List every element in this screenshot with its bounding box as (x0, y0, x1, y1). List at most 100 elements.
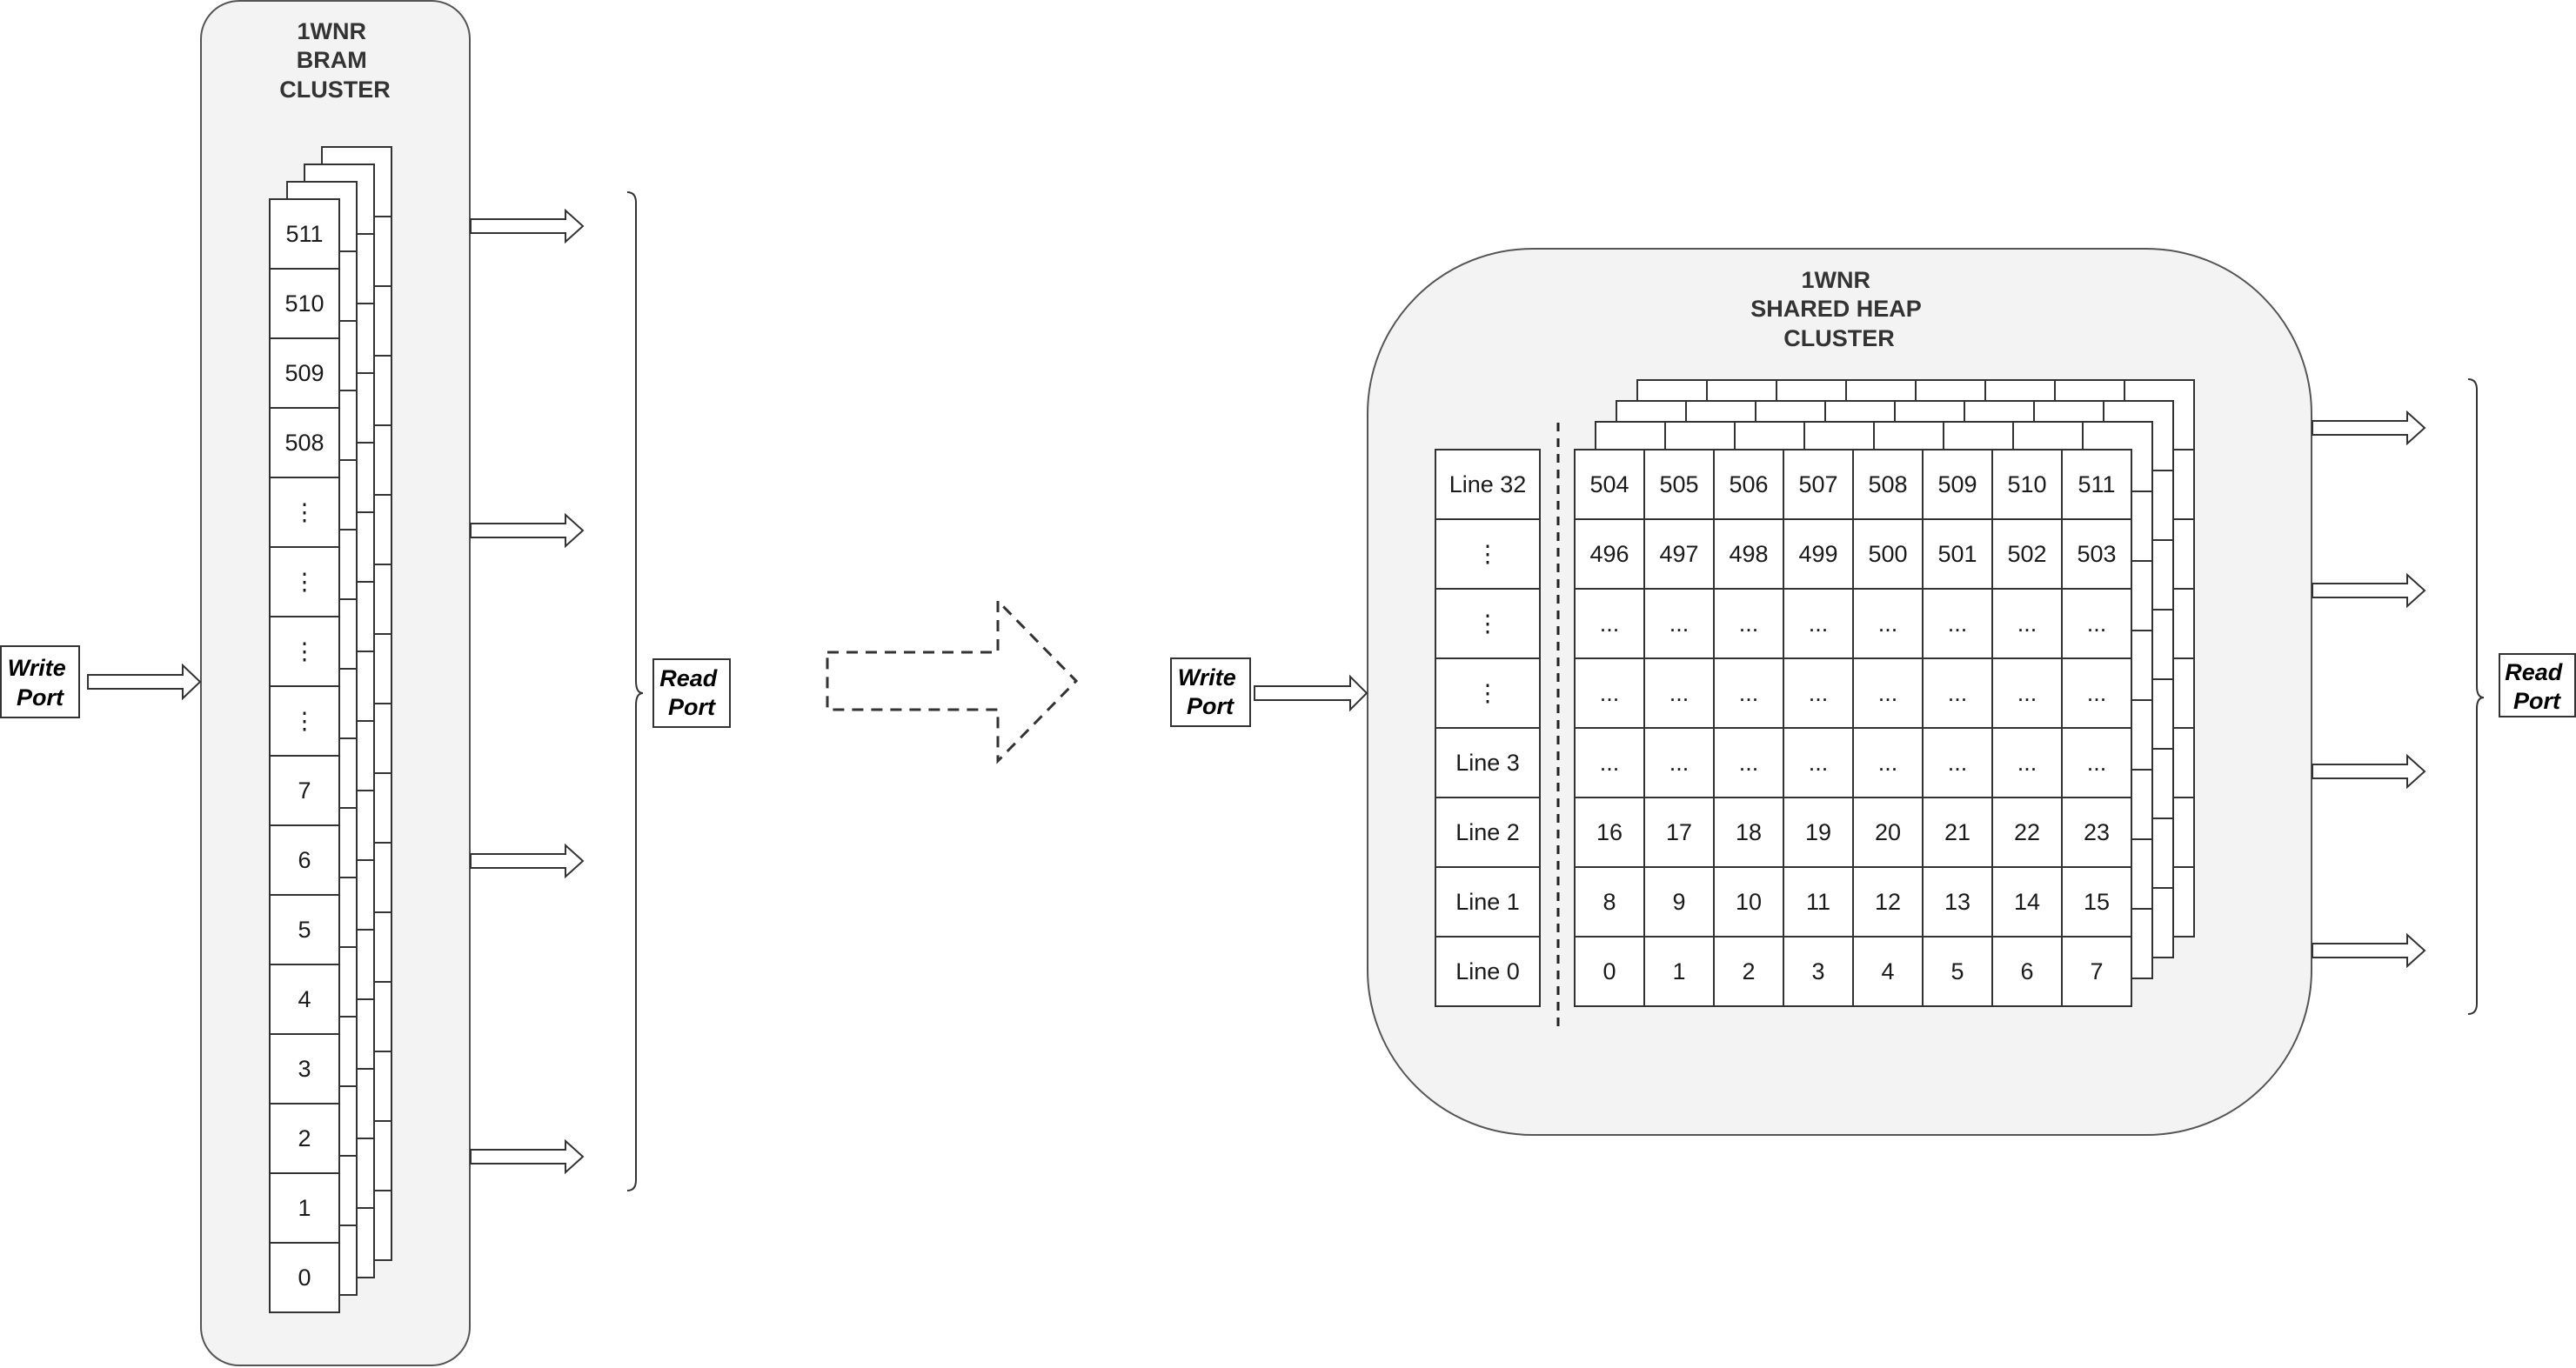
heap-cell-label: 510 (2007, 471, 2046, 497)
bram-cell-label: ⋮ (293, 499, 317, 525)
bram-cell-label: 509 (284, 360, 324, 386)
heap-read-port-box (2499, 653, 2576, 717)
transform-arrow (826, 597, 1079, 764)
heap-cell: 7 (2061, 936, 2132, 1007)
heap-cell: 506 (1713, 449, 1784, 520)
heap-line-label-text: Line 0 (1455, 958, 1520, 984)
heap-cell-label: 18 (1736, 819, 1762, 845)
bram-read-arrows (470, 208, 585, 1175)
bram-cell: 3 (269, 1033, 340, 1104)
heap-cell: ... (1991, 588, 2063, 659)
heap-grid-row: ........................ (1574, 588, 2132, 659)
bram-read-port-box (652, 658, 731, 728)
heap-cell: 496 (1574, 518, 1645, 590)
heap-title-line-1: 1WNR (1801, 267, 1870, 293)
bram-cell: ⋮ (269, 616, 340, 687)
heap-cell: 22 (1991, 797, 2063, 868)
heap-cell: ... (1574, 657, 1645, 729)
heap-cell-label: ... (1809, 750, 1829, 776)
bram-cell: ⋮ (269, 477, 340, 548)
heap-cluster-title: 1WNR SHARED HEAP CLUSTER (1750, 267, 1928, 351)
heap-line-label-text: Line 2 (1455, 819, 1520, 845)
bram-cell: ⋮ (269, 685, 340, 757)
heap-cell: ... (1643, 657, 1715, 729)
bram-read-port: Read Port (652, 658, 731, 728)
heap-cell: 1 (1643, 936, 1715, 1007)
heap-cell: 13 (1922, 866, 1993, 938)
heap-cell-label: ... (1948, 611, 1968, 637)
bram-write-arrow (87, 663, 202, 701)
heap-cell: 6 (1991, 936, 2063, 1007)
heap-cell-label: 20 (1875, 819, 1901, 845)
heap-line-label: Line 2 (1435, 797, 1541, 868)
heap-cell-label: 16 (1596, 819, 1623, 845)
heap-cell-label: 19 (1805, 819, 1831, 845)
bram-cell: ⋮ (269, 546, 340, 617)
heap-cell-label: 7 (2090, 958, 2103, 984)
heap-cell: ... (1643, 727, 1715, 798)
bram-read-port-label: Read Port (659, 665, 724, 720)
heap-write-port: Write Port (1170, 657, 1251, 727)
heap-cell: 505 (1643, 449, 1715, 520)
heap-cell-label: 0 (1602, 958, 1616, 984)
heap-cell: ... (1574, 727, 1645, 798)
heap-cell: ... (1783, 588, 1854, 659)
heap-cell-label: 17 (1666, 819, 1692, 845)
bram-title-line-3: CLUSTER (279, 77, 391, 103)
heap-line-label: ⋮ (1435, 518, 1541, 590)
heap-cell-label: 5 (1950, 958, 1964, 984)
heap-cell-label: 506 (1729, 471, 1768, 497)
heap-cell: 501 (1922, 518, 1993, 590)
heap-cell: ... (1852, 588, 1924, 659)
heap-cell: 510 (1991, 449, 2063, 520)
bram-cell-label: 7 (298, 777, 311, 804)
heap-cell-label: 10 (1736, 889, 1762, 915)
heap-cell-label: 22 (2014, 819, 2040, 845)
heap-write-port-label: Write Port (1178, 664, 1243, 719)
heap-cell: 509 (1922, 449, 1993, 520)
heap-cell: 14 (1991, 866, 2063, 938)
heap-cell-label: 3 (1811, 958, 1824, 984)
heap-cell: 3 (1783, 936, 1854, 1007)
heap-cell-label: ... (1948, 750, 1968, 776)
heap-cell: 12 (1852, 866, 1924, 938)
bram-cell-label: 2 (298, 1125, 311, 1151)
heap-cell: 2 (1713, 936, 1784, 1007)
heap-cell-label: ... (1600, 611, 1620, 637)
heap-cell: 503 (2061, 518, 2132, 590)
heap-read-port-label: Read Port (2505, 659, 2569, 714)
heap-cell: 8 (1574, 866, 1645, 938)
bram-cell-label: 6 (298, 847, 311, 873)
heap-write-port-box (1170, 657, 1251, 727)
heap-cell-label: ... (1809, 611, 1829, 637)
heap-cell: 0 (1574, 936, 1645, 1007)
heap-cell: 19 (1783, 797, 1854, 868)
bram-cell-label: 0 (298, 1265, 311, 1291)
bram-write-port-box (0, 645, 80, 718)
heap-cell-label: ... (1669, 611, 1689, 637)
heap-cell: 23 (2061, 797, 2132, 868)
bram-cell-label: 511 (285, 221, 323, 247)
heap-cell: 17 (1643, 797, 1715, 868)
heap-cell-label: ... (2087, 680, 2107, 706)
bram-cell: 508 (269, 407, 340, 478)
heap-read-arrows (2312, 410, 2426, 969)
heap-cell: 20 (1852, 797, 1924, 868)
bram-read-brace (626, 191, 644, 1191)
heap-cell: 497 (1643, 518, 1715, 590)
heap-read-port: Read Port (2499, 653, 2576, 717)
heap-read-arrow (2312, 753, 2426, 790)
bram-cell-label: 3 (298, 1056, 311, 1082)
heap-cell: 500 (1852, 518, 1924, 590)
heap-title-line-3: CLUSTER (1783, 325, 1895, 351)
heap-cell-label: 13 (1944, 889, 1970, 915)
heap-cell-label: ... (1739, 680, 1759, 706)
heap-cell: ... (1713, 727, 1784, 798)
heap-read-arrow (2312, 572, 2426, 609)
